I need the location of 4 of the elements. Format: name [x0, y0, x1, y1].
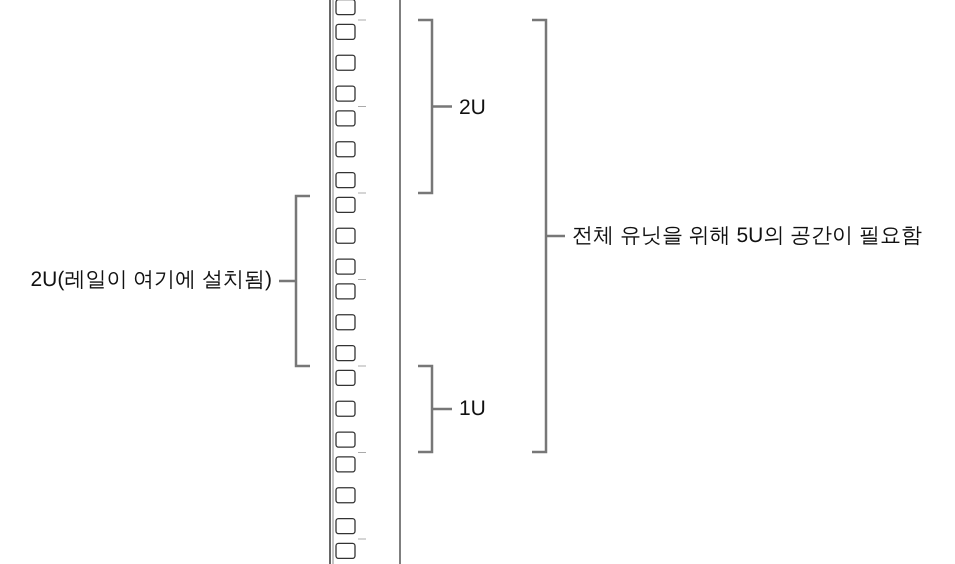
dimension-label: 전체 유닛을 위해 5U의 공간이 필요함: [572, 224, 922, 248]
dimension-label: 2U: [459, 96, 486, 120]
dimension-label: 1U: [459, 397, 486, 421]
dimension-label: 2U(레일이 여기에 설치됨): [30, 268, 272, 292]
